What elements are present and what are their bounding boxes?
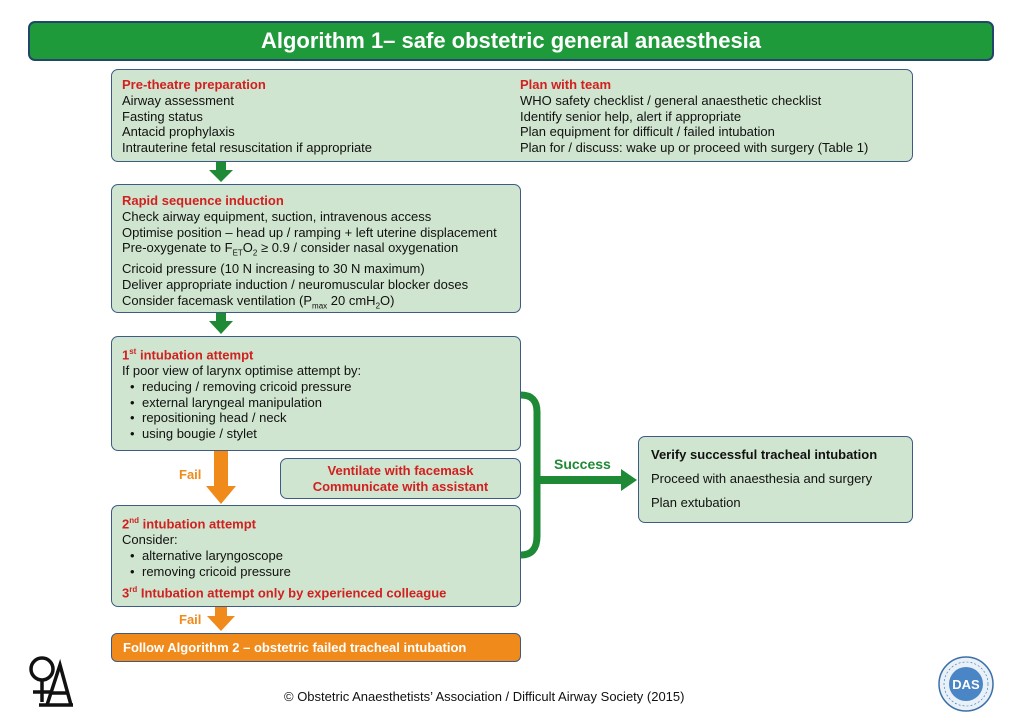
- footer-copyright: © Obstetric Anaesthetists’ Association /…: [284, 689, 685, 704]
- verify-line: Plan extubation: [651, 494, 741, 510]
- pre-theatre-box: Pre-theatre preparation Airway assessmen…: [111, 69, 913, 162]
- plan-team-line: Identify senior help, alert if appropria…: [520, 108, 742, 124]
- pre-theatre-line: Airway assessment: [122, 93, 234, 108]
- first-attempt-bullet: external laryngeal manipulation: [122, 395, 517, 411]
- ventilate-box: Ventilate with facemask Communicate with…: [280, 458, 521, 499]
- second-attempt-heading: 2nd intubation attempt: [122, 516, 257, 532]
- success-bracket: [520, 391, 541, 559]
- first-attempt-bullet: reducing / removing cricoid pressure: [122, 379, 517, 395]
- rsi-line: Optimise position – head up / ramping + …: [122, 224, 497, 240]
- pre-theatre-line: Intrauterine fetal resuscitation if appr…: [122, 139, 373, 155]
- plan-team-heading: Plan with team: [520, 77, 612, 92]
- green-arrow-1: [209, 160, 233, 182]
- first-attempt-box: 1st intubation attempt If poor view of l…: [111, 336, 521, 451]
- rsi-line: Cricoid pressure (10 N increasing to 30 …: [122, 261, 425, 277]
- success-arrow: [537, 469, 637, 491]
- plan-team-line: Plan equipment for difficult / failed in…: [520, 124, 775, 140]
- rsi-line-facemask: Consider facemask ventilation (Pmax 20 c…: [122, 292, 395, 311]
- follow-algorithm-2-box: Follow Algorithm 2 – obstetric failed tr…: [111, 633, 521, 662]
- oaa-logo: [29, 656, 73, 707]
- rsi-heading: Rapid sequence induction: [122, 193, 284, 208]
- rsi-box: Rapid sequence induction Check airway eq…: [111, 184, 521, 313]
- green-arrow-2: [209, 313, 233, 334]
- plan-team-line: WHO safety checklist / general anaesthet…: [520, 93, 822, 108]
- pre-theatre-line: Fasting status: [122, 108, 203, 124]
- das-logo-letters: DAS: [952, 677, 980, 692]
- title-bar: Algorithm 1– safe obstetric general anae…: [28, 21, 994, 61]
- verify-line: Proceed with anaesthesia and surgery: [651, 471, 873, 486]
- fail-label-1: Fail: [179, 467, 202, 482]
- rsi-line-preoxygenate: Pre-oxygenate to FETO2 ≥ 0.9 / consider …: [122, 240, 459, 258]
- rsi-line: Deliver appropriate induction / neuromus…: [122, 276, 469, 292]
- first-attempt-heading: 1st intubation attempt: [122, 347, 254, 363]
- rsi-line: Check airway equipment, suction, intrave…: [122, 209, 432, 224]
- second-attempt-bullet: alternative laryngoscope: [122, 548, 517, 564]
- verify-box: Verify successful tracheal intubation Pr…: [638, 436, 913, 523]
- communicate-line: Communicate with assistant: [312, 479, 489, 494]
- orange-arrow-2: [207, 607, 235, 631]
- das-logo: DAS: [937, 655, 995, 713]
- fail-label-2: Fail: [179, 612, 202, 627]
- first-attempt-bullet: using bougie / stylet: [122, 426, 517, 442]
- verify-heading: Verify successful tracheal intubation: [651, 447, 878, 462]
- follow-algorithm-2-text: Follow Algorithm 2 – obstetric failed tr…: [123, 640, 467, 655]
- third-attempt-note: 3rd Intubation attempt only by experienc…: [122, 585, 447, 601]
- orange-arrow-1: [206, 450, 236, 504]
- pre-theatre-line: Antacid prophylaxis: [122, 124, 235, 140]
- pre-theatre-column: Pre-theatre preparation Airway assessmen…: [122, 77, 502, 155]
- pre-theatre-heading: Pre-theatre preparation: [122, 77, 266, 92]
- second-attempt-box: 2nd intubation attempt Consider: alterna…: [111, 505, 521, 607]
- second-attempt-bullet: removing cricoid pressure: [122, 564, 517, 580]
- plan-team-line: Plan for / discuss: wake up or proceed w…: [520, 139, 869, 155]
- first-attempt-intro: If poor view of larynx optimise attempt …: [122, 363, 362, 379]
- first-attempt-bullet: repositioning head / neck: [122, 410, 517, 426]
- ventilate-line: Ventilate with facemask: [327, 463, 474, 478]
- page-title: Algorithm 1– safe obstetric general anae…: [260, 28, 762, 53]
- plan-team-column: Plan with team WHO safety checklist / ge…: [520, 77, 910, 155]
- second-attempt-intro: Consider:: [122, 532, 178, 548]
- success-label: Success: [554, 456, 611, 472]
